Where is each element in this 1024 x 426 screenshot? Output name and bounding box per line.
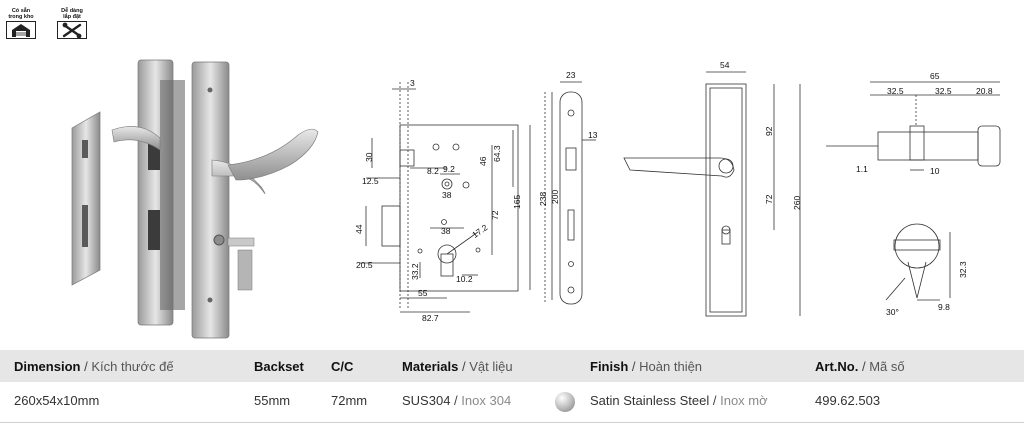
value-finish-en: Satin Stainless Steel: [590, 393, 710, 408]
value-artno: 499.62.503: [815, 393, 881, 408]
header-materials: Materials / Vật liệu: [402, 359, 513, 374]
product-photo: [71, 59, 319, 339]
value-dimension: 260x54x10mm: [14, 393, 100, 408]
value-finish-vi: Inox mờ: [720, 393, 768, 408]
dim-165: 165: [512, 195, 522, 209]
warehouse-icon: [6, 21, 36, 39]
dim-1-1: 1.1: [856, 164, 868, 174]
header-dimension-en: Dimension: [14, 359, 81, 374]
easy-install-badge: Dễ dàng lắp đặt: [55, 8, 89, 46]
dim-20-5: 20.5: [356, 260, 373, 270]
header-dimension: Dimension / Kích thước đế: [14, 359, 174, 374]
dim-64-3: 64.3: [492, 145, 502, 162]
value-materials-en: SUS304: [402, 393, 451, 408]
faceplate-drawing: [544, 81, 596, 305]
header-cc: C/C: [331, 359, 354, 374]
dim-55: 55: [418, 288, 428, 298]
cylinder-drawing: [826, 81, 1001, 301]
dim-9-8: 9.8: [938, 302, 950, 312]
dim-65: 65: [930, 71, 940, 81]
header-slash: /: [462, 359, 466, 374]
header-artno-vi: Mã số: [869, 359, 905, 374]
dim-32-5-right: 32.5: [935, 86, 952, 96]
header-materials-en: Materials: [402, 359, 459, 374]
dim-10-cyl: 10: [930, 166, 940, 176]
header-finish-vi: Hoàn thiện: [639, 359, 703, 374]
value-slash: /: [712, 393, 717, 408]
dim-238: 238: [538, 192, 548, 206]
finish-swatch: [555, 392, 575, 412]
in-stock-line1: Có sẵn: [11, 8, 31, 14]
dim-30-degrees: 30°: [886, 307, 899, 317]
in-stock-line2: trong kho: [8, 14, 34, 20]
easy-install-line1: Dễ dàng: [61, 8, 83, 14]
in-stock-badge: Có sẵn trong kho: [4, 8, 38, 46]
dim-8-2: 8.2: [427, 166, 439, 176]
dim-33-2: 33.2: [410, 263, 420, 280]
dim-9-2: 9.2: [443, 164, 455, 174]
dim-20-8: 20.8: [976, 86, 993, 96]
dim-30: 30: [364, 152, 374, 162]
dim-32-3: 32.3: [958, 261, 968, 278]
dim-10-2: 10.2: [456, 274, 473, 284]
header-finish-en: Finish: [590, 359, 629, 374]
handle-plate-drawing: [623, 71, 801, 317]
dim-92: 92: [764, 126, 774, 136]
header-artno: Art.No. / Mã số: [815, 359, 905, 374]
header-artno-en: Art.No.: [815, 359, 859, 374]
dim-17-2: 17.2: [470, 222, 490, 240]
header-backset: Backset: [254, 359, 304, 374]
product-drawing: 3 30 12.5 8.2 9.2 46 64.3 38 72 165 44 3…: [71, 59, 1001, 339]
header-finish: Finish / Hoàn thiện: [590, 359, 702, 374]
tools-icon: [57, 21, 87, 39]
header-dimension-vi: Kích thước đế: [91, 359, 174, 374]
dim-260: 260: [792, 196, 802, 210]
header-slash: /: [861, 359, 866, 374]
mortise-dimensions: 3 30 12.5 8.2 9.2 46 64.3 38 72 165 44 3…: [354, 78, 522, 323]
cylinder-dimensions: 65 32.5 32.5 20.8 1.1 10 32.3 9.8 30°: [856, 71, 993, 317]
dim-38-top: 38: [442, 190, 452, 200]
spec-table-header: [0, 350, 1024, 382]
value-materials-vi: Inox 304: [461, 393, 512, 408]
dim-200: 200: [550, 190, 560, 204]
table-divider: [0, 422, 1024, 423]
value-finish: Satin Stainless Steel / Inox mờ: [590, 393, 768, 408]
header-materials-vi: Vật liệu: [469, 359, 513, 374]
value-backset: 55mm: [254, 393, 291, 408]
mortise-drawing: [360, 82, 531, 313]
value-slash: /: [454, 393, 458, 408]
dim-46: 46: [478, 156, 488, 166]
dim-38-bottom: 38: [441, 226, 451, 236]
dim-3: 3: [410, 78, 415, 88]
dim-32-5-left: 32.5: [887, 86, 904, 96]
easy-install-line2: lắp đặt: [63, 14, 81, 20]
dim-23: 23: [566, 70, 576, 80]
header-slash: /: [631, 359, 636, 374]
dim-54: 54: [720, 60, 730, 70]
faceplate-dimensions: 23 13 238 200: [538, 70, 598, 206]
dim-13: 13: [588, 130, 598, 140]
spec-table: Dimension / Kích thước đế Backset C/C Ma…: [0, 350, 1024, 426]
value-materials: SUS304 / Inox 304: [402, 393, 511, 408]
dim-72-cc: 72: [764, 194, 774, 204]
value-cc: 72mm: [331, 393, 368, 408]
dim-12-5: 12.5: [362, 176, 379, 186]
dim-44: 44: [354, 224, 364, 234]
header-slash: /: [84, 359, 88, 374]
dim-82-7: 82.7: [422, 313, 439, 323]
handle-plate-dimensions: 54 92 72 260: [720, 60, 802, 210]
dim-72: 72: [490, 210, 500, 220]
